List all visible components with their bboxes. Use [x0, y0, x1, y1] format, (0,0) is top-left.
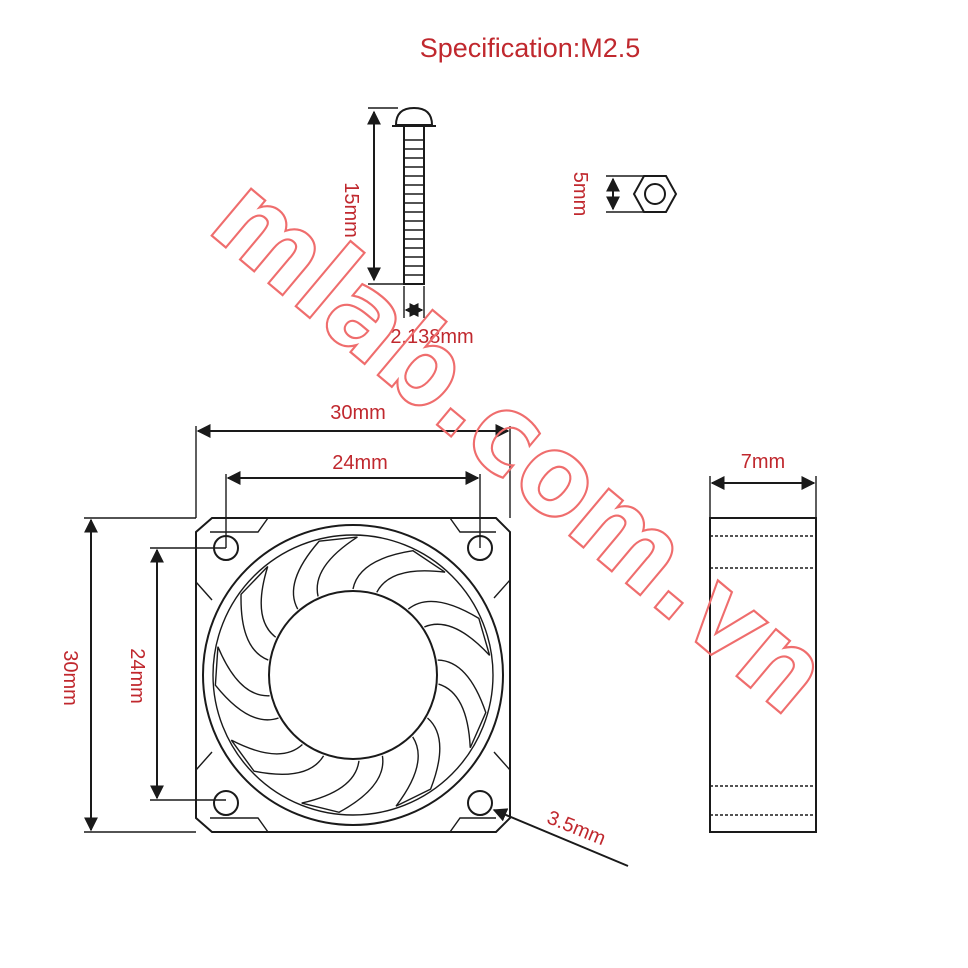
hex-nut-drawing — [632, 175, 678, 213]
specification-title: Specification:M2.5 — [420, 33, 641, 63]
hole-spacing-x-label: 24mm — [332, 452, 388, 474]
nut-size-label: 5mm — [569, 172, 591, 216]
fan-blades — [214, 536, 491, 814]
screw-drawing — [392, 106, 436, 285]
fan-blade — [437, 659, 487, 749]
mount-hole-bottom-right — [467, 790, 493, 816]
fan-blade — [214, 646, 279, 721]
fan-blade — [395, 717, 441, 807]
mount-hole-bottom-left — [213, 790, 239, 816]
fan-width-label: 30mm — [330, 402, 386, 424]
fan-side-view — [709, 517, 817, 833]
fan-thickness-label: 7mm — [741, 451, 785, 473]
fan-front-view — [195, 517, 511, 833]
fan-blade — [301, 755, 384, 814]
watermark: mlab.com.vn — [188, 151, 854, 739]
hole-spacing-y-label: 24mm — [126, 648, 148, 704]
fan-blade — [240, 566, 277, 661]
fan-blade — [407, 600, 491, 656]
fan-blade — [230, 739, 325, 775]
fan-blade — [292, 536, 358, 610]
hole-diameter-leader — [492, 808, 629, 867]
fan-height-label: 30mm — [59, 650, 81, 706]
fan-hub — [268, 590, 438, 760]
fan-blade — [352, 550, 446, 593]
screw-diameter-label: 2.138mm — [390, 326, 473, 348]
screw-length-label: 15mm — [340, 182, 362, 238]
